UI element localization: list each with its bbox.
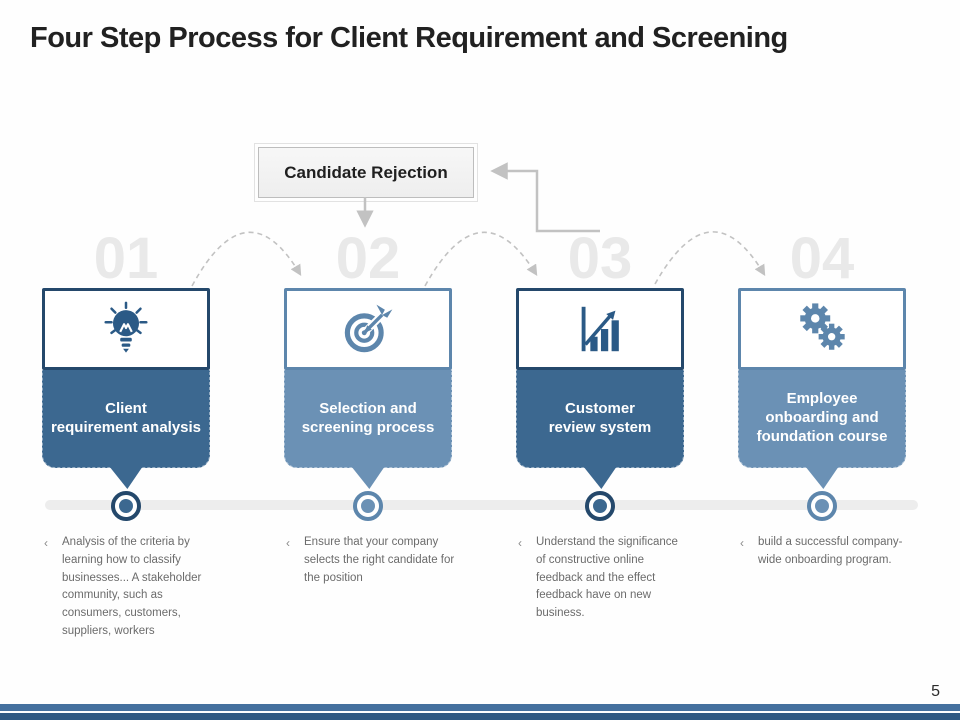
step-3-pointer: [583, 466, 617, 489]
step-1-pointer: [109, 466, 143, 489]
process-timeline: [45, 500, 918, 510]
step-1-timeline-marker: [111, 491, 141, 521]
gears-icon: [800, 303, 845, 350]
step-1-number: 01: [93, 226, 159, 291]
target-dart-icon: [344, 304, 393, 353]
step-2-number: 02: [335, 226, 401, 291]
step-3-icon-box: [516, 288, 684, 370]
step-4-timeline-marker: [807, 491, 837, 521]
step-2-timeline-marker: [353, 491, 383, 521]
step-4-pointer: [805, 466, 839, 489]
step-2: 02 Selection and screening process ‹ Ens…: [284, 0, 454, 660]
bullet-icon: ‹: [44, 536, 48, 550]
step-2-description: ‹ Ensure that your company selects the r…: [286, 534, 464, 587]
idea-lightbulb-icon: [104, 301, 148, 353]
step-3-title-box: Customer review system: [516, 370, 684, 468]
step-1-title-box: Client requirement analysis: [42, 370, 210, 468]
step-1-description: ‹ Analysis of the criteria by learning h…: [44, 534, 222, 641]
bullet-icon: ‹: [286, 536, 290, 550]
step-1: 01 Client requirement ana: [42, 0, 210, 660]
step-1-title: Client requirement analysis: [50, 399, 202, 436]
bullet-icon: ‹: [740, 536, 744, 550]
step-2-title: Selection and screening process: [301, 399, 435, 436]
step-3-description: ‹ Understand the significance of constru…: [518, 534, 696, 623]
step-4-icon-box: [738, 288, 906, 370]
step-2-icon-box: [284, 288, 452, 370]
growth-chart-icon: [581, 306, 619, 352]
step-3-timeline-marker: [585, 491, 615, 521]
step-3-number: 03: [567, 226, 633, 291]
step-4-description-text: build a successful company-wide onboardi…: [758, 536, 903, 566]
step-4-number: 04: [789, 226, 855, 291]
step-3-title: Customer review system: [548, 399, 652, 436]
step-4-description: ‹ build a successful company-wide onboar…: [740, 534, 918, 570]
step-4: 04: [738, 0, 906, 660]
step-3-description-text: Understand the significance of construct…: [536, 536, 678, 620]
candidate-rejection-label: Candidate Rejection: [284, 162, 448, 182]
step-2-pointer: [351, 466, 385, 489]
page-title: Four Step Process for Client Requirement…: [30, 22, 788, 54]
step-3: 03 Customer review system ‹ Understand t…: [516, 0, 684, 660]
step-2-title-box: Selection and screening process: [284, 370, 452, 468]
footer-bar-bottom: [0, 713, 960, 720]
bullet-icon: ‹: [518, 536, 522, 550]
step-4-title: Employee onboarding and foundation cours…: [756, 390, 888, 445]
step-2-description-text: Ensure that your company selects the rig…: [304, 536, 455, 584]
step-4-title-box: Employee onboarding and foundation cours…: [738, 370, 906, 468]
footer-bar-top: [0, 704, 960, 711]
page-number: 5: [931, 683, 940, 700]
step-1-description-text: Analysis of the criteria by learning how…: [62, 536, 202, 638]
step-1-icon-box: [42, 288, 210, 370]
